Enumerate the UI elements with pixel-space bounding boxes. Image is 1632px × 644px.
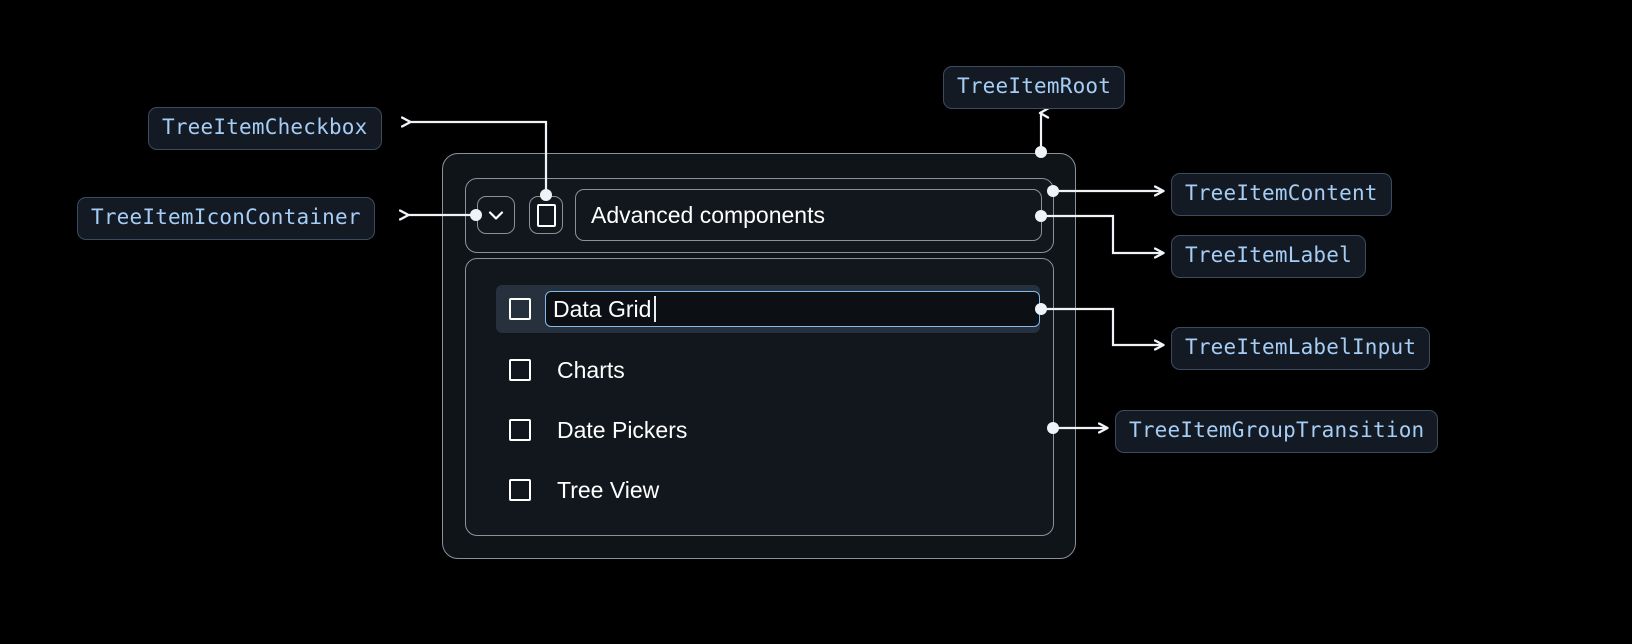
chevron-down-icon: [484, 203, 508, 227]
checkbox-box-icon: [536, 203, 556, 227]
tree-item-label-input-value: Data Grid: [553, 295, 652, 322]
tree-item-label-text: Advanced components: [591, 201, 825, 228]
annotation-chip-tree-item-group-transition: TreeItemGroupTransition: [1115, 410, 1439, 453]
tree-item-group-transition: Data Grid Charts Date Pickers Tree View: [465, 258, 1054, 536]
tree-item-child-date-pickers[interactable]: Date Pickers: [466, 406, 1053, 454]
tree-item-child-label: Tree View: [557, 476, 660, 503]
checkbox-box-icon[interactable]: [509, 479, 531, 501]
annotation-chip-tree-item-label-input: TreeItemLabelInput: [1171, 327, 1431, 370]
tree-item-child-label: Date Pickers: [557, 416, 688, 443]
tree-item-child-tree-view[interactable]: Tree View: [466, 466, 1053, 514]
annotation-chip-tree-item-root: TreeItemRoot: [943, 66, 1126, 109]
tree-item-checkbox[interactable]: [529, 196, 563, 234]
checkbox-box-icon[interactable]: [509, 359, 531, 381]
text-caret: [654, 296, 657, 322]
tree-item-icon-container[interactable]: [477, 196, 515, 234]
checkbox-box-icon[interactable]: [509, 298, 531, 320]
annotation-chip-tree-item-icon-container: TreeItemIconContainer: [77, 197, 375, 240]
tree-item-child-label: Charts: [557, 356, 625, 383]
tree-item-child-data-grid[interactable]: Data Grid: [466, 285, 1053, 333]
tree-item-label-input[interactable]: Data Grid: [545, 291, 1040, 327]
annotation-chip-tree-item-label: TreeItemLabel: [1171, 235, 1366, 278]
checkbox-box-icon[interactable]: [509, 419, 531, 441]
annotation-chip-tree-item-checkbox: TreeItemCheckbox: [148, 107, 382, 150]
tree-item-child-charts[interactable]: Charts: [466, 346, 1053, 394]
tree-item-label[interactable]: Advanced components: [575, 189, 1042, 241]
annotation-chip-tree-item-content: TreeItemContent: [1171, 173, 1392, 216]
